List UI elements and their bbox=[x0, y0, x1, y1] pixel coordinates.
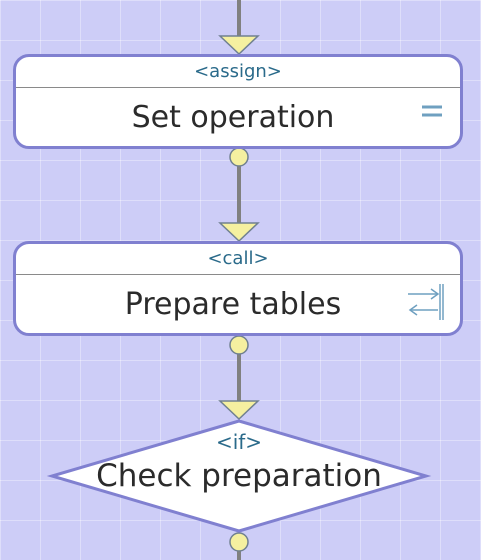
if-output-port[interactable] bbox=[229, 532, 249, 552]
if-input-arrow[interactable] bbox=[218, 400, 260, 421]
equals-icon bbox=[422, 105, 442, 117]
call-input-arrow[interactable] bbox=[218, 222, 260, 243]
if-node-diamond[interactable] bbox=[46, 419, 432, 533]
assign-node-label: Set operation bbox=[131, 99, 335, 135]
if-node-label: Check preparation bbox=[96, 458, 382, 494]
assign-node[interactable]: <assign> Set operation bbox=[13, 54, 463, 149]
assign-output-port[interactable] bbox=[229, 147, 249, 167]
call-node-type: <call> bbox=[16, 244, 460, 275]
call-arrows-icon bbox=[408, 284, 444, 320]
call-output-port[interactable] bbox=[229, 335, 249, 355]
call-node-label: Prepare tables bbox=[124, 286, 342, 322]
if-node-type: <if> bbox=[215, 430, 263, 454]
call-node[interactable]: <call> Prepare tables bbox=[13, 241, 463, 336]
assign-node-type: <assign> bbox=[16, 57, 460, 88]
assign-input-arrow[interactable] bbox=[218, 35, 260, 56]
